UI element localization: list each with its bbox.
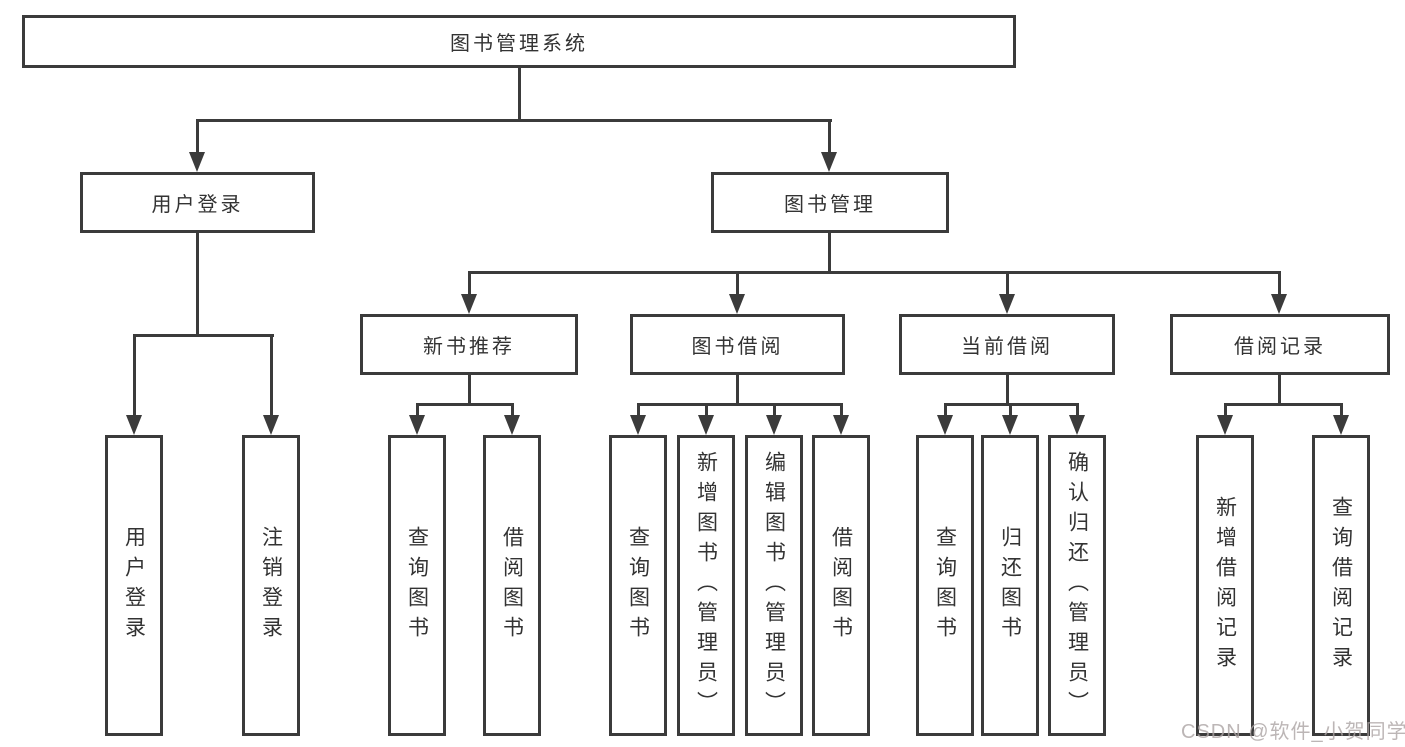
- connector-line: [944, 403, 947, 417]
- arrowhead-down-icon: [263, 415, 279, 435]
- connector-line: [270, 334, 273, 418]
- leaf-recommend-borrow-books: 借阅图书: [483, 435, 541, 736]
- arrowhead-down-icon: [1217, 415, 1233, 435]
- node-book-management-system: 图书管理系统: [22, 15, 1016, 68]
- arrowhead-down-icon: [766, 415, 782, 435]
- arrowhead-down-icon: [833, 415, 849, 435]
- leaf-logout: 注销登录: [242, 435, 300, 736]
- connector-line: [1278, 375, 1281, 406]
- connector-line: [468, 375, 471, 406]
- arrowhead-down-icon: [409, 415, 425, 435]
- connector-line: [840, 403, 843, 417]
- arrowhead-down-icon: [126, 415, 142, 435]
- leaf-records-query-record: 查询借阅记录: [1312, 435, 1370, 736]
- leaf-current-query-books: 查询图书: [916, 435, 974, 736]
- connector-line: [637, 403, 640, 417]
- connector-line: [1340, 403, 1343, 417]
- arrowhead-down-icon: [698, 415, 714, 435]
- node-user-login: 用户登录: [80, 172, 315, 233]
- leaf-borrow-borrow-books: 借阅图书: [812, 435, 870, 736]
- arrowhead-down-icon: [189, 152, 205, 172]
- connector-line: [828, 233, 831, 274]
- node-current-borrow: 当前借阅: [899, 314, 1115, 375]
- connector-line: [1006, 375, 1009, 406]
- node-book-management: 图书管理: [711, 172, 949, 233]
- connector-line: [133, 334, 136, 418]
- connector-line: [1006, 271, 1009, 297]
- connector-line: [196, 119, 199, 157]
- arrowhead-down-icon: [937, 415, 953, 435]
- arrowhead-down-icon: [1002, 415, 1018, 435]
- connector-line: [518, 68, 521, 120]
- arrowhead-down-icon: [821, 152, 837, 172]
- arrowhead-down-icon: [1069, 415, 1085, 435]
- leaf-records-add-record: 新增借阅记录: [1196, 435, 1254, 736]
- arrowhead-down-icon: [999, 294, 1015, 314]
- connector-line: [736, 375, 739, 406]
- connector-line: [1009, 403, 1012, 417]
- connector-line: [1224, 403, 1227, 417]
- connector-line: [468, 271, 471, 297]
- connector-line: [1076, 403, 1079, 417]
- node-borrow-records: 借阅记录: [1170, 314, 1390, 375]
- connector-line: [1224, 403, 1343, 406]
- csdn-watermark: CSDN @软件_小贺同学: [1181, 721, 1405, 743]
- connector-line: [637, 403, 843, 406]
- connector-line: [416, 403, 419, 417]
- node-book-borrow: 图书借阅: [630, 314, 845, 375]
- leaf-user-login: 用户登录: [105, 435, 163, 736]
- connector-line: [196, 119, 832, 122]
- connector-line: [133, 334, 274, 337]
- connector-line: [196, 233, 199, 337]
- arrowhead-down-icon: [461, 294, 477, 314]
- leaf-borrow-add-books-admin: 新增图书（管理员）: [677, 435, 735, 736]
- connector-line: [773, 403, 776, 417]
- leaf-borrow-edit-books-admin: 编辑图书（管理员）: [745, 435, 803, 736]
- arrowhead-down-icon: [1271, 294, 1287, 314]
- leaf-current-confirm-return-admin: 确认归还（管理员）: [1048, 435, 1106, 736]
- arrowhead-down-icon: [1333, 415, 1349, 435]
- connector-line: [736, 271, 739, 297]
- connector-line: [1278, 271, 1281, 297]
- connector-line: [705, 403, 708, 417]
- arrowhead-down-icon: [630, 415, 646, 435]
- leaf-borrow-query-books: 查询图书: [609, 435, 667, 736]
- connector-line: [828, 119, 831, 157]
- arrowhead-down-icon: [729, 294, 745, 314]
- connector-line: [468, 271, 1281, 274]
- leaf-recommend-query-books: 查询图书: [388, 435, 446, 736]
- leaf-current-return-books: 归还图书: [981, 435, 1039, 736]
- node-new-book-recommend: 新书推荐: [360, 314, 578, 375]
- connector-line: [416, 403, 514, 406]
- arrowhead-down-icon: [504, 415, 520, 435]
- connector-line: [511, 403, 514, 417]
